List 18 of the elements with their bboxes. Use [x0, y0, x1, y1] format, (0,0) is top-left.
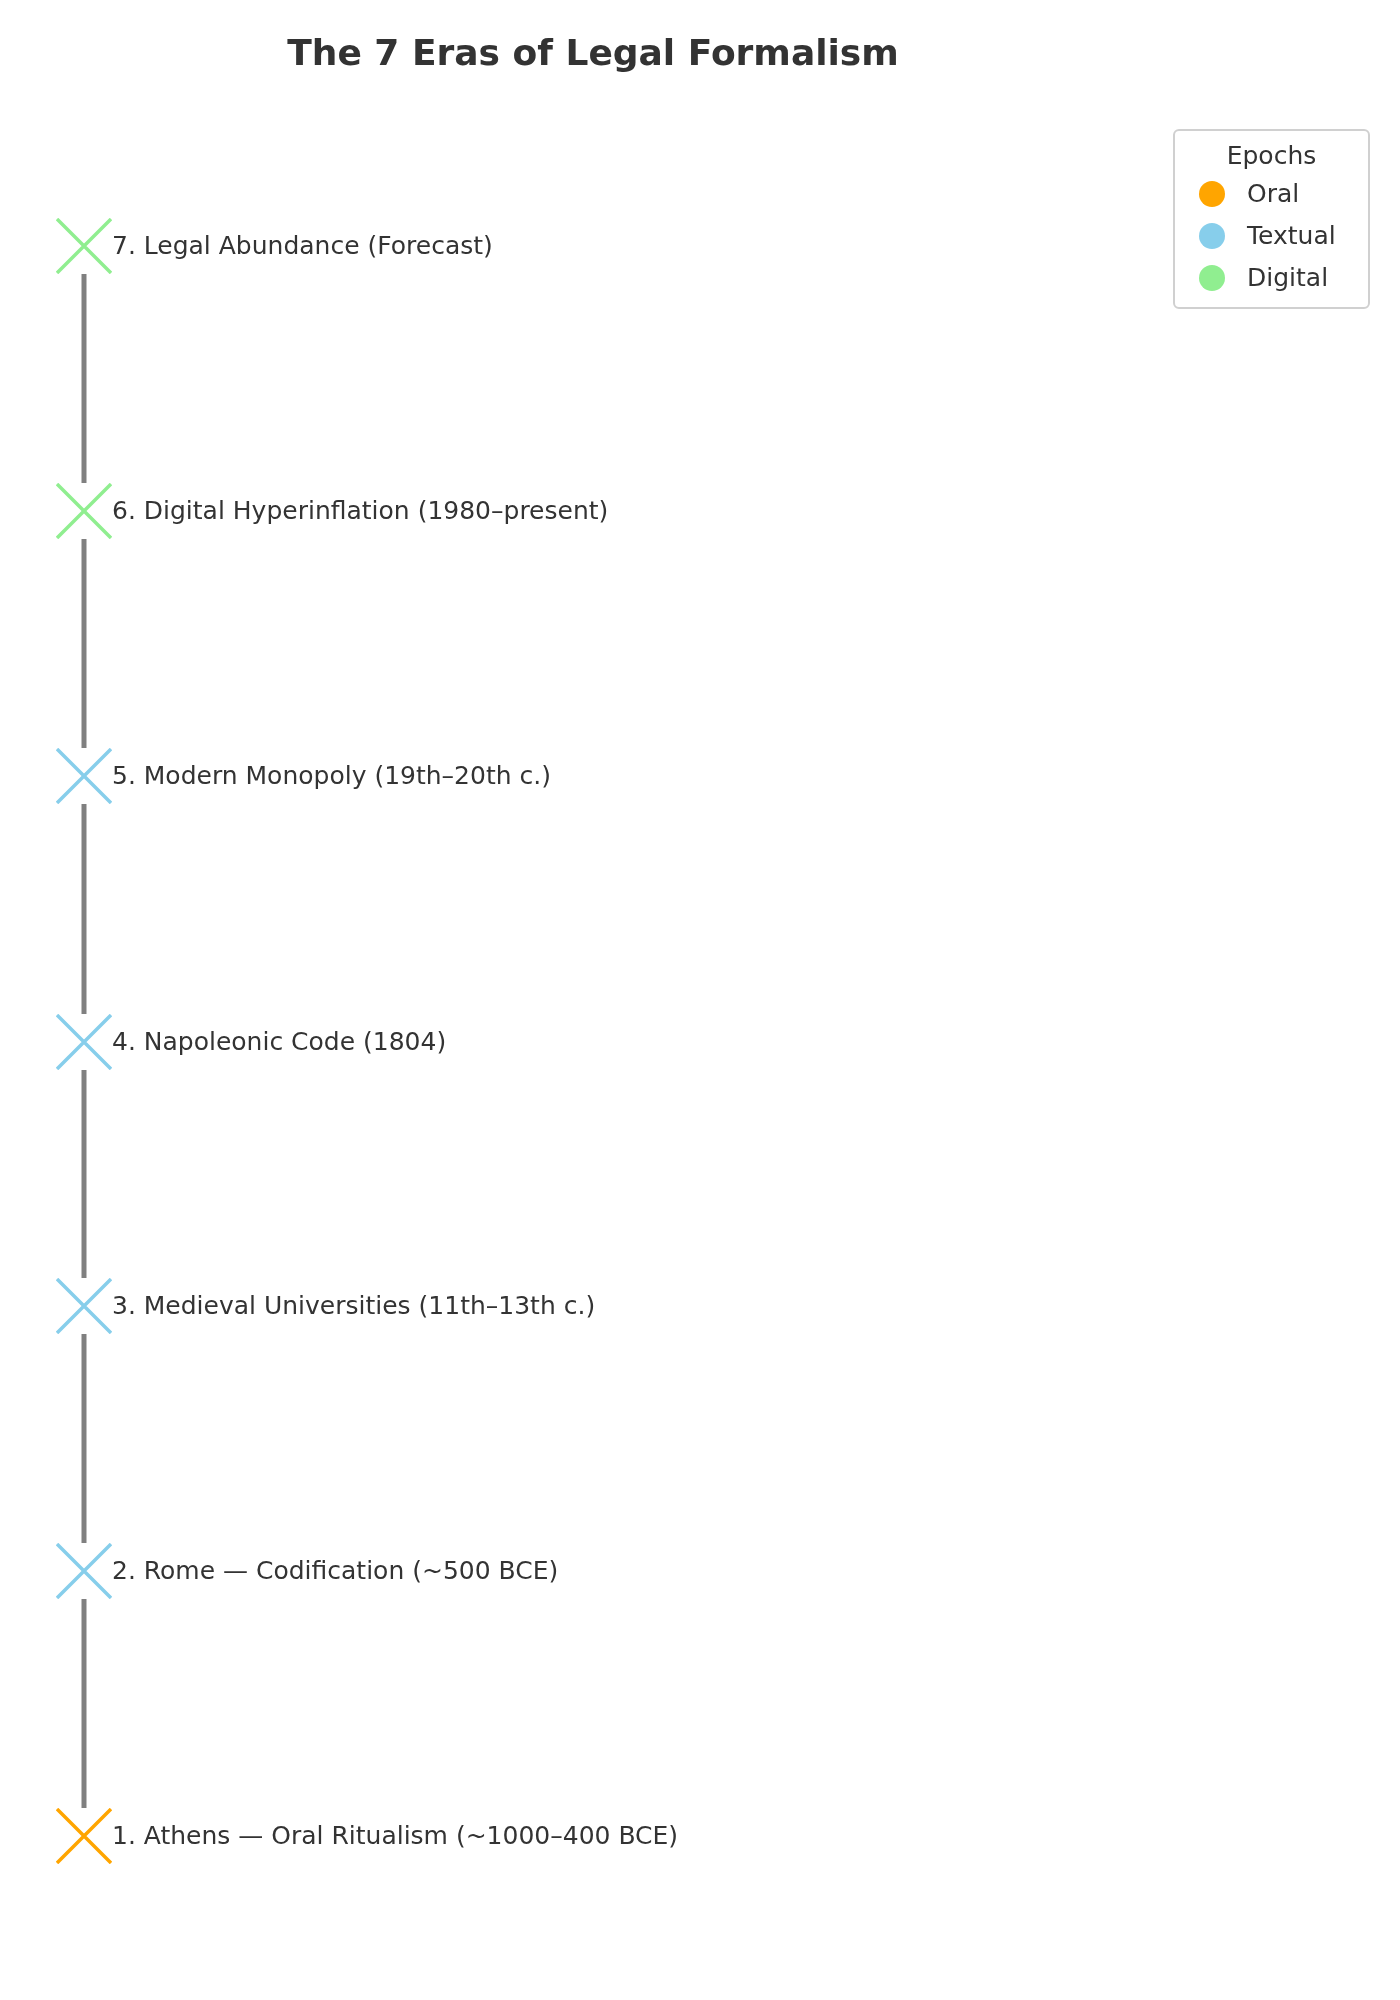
- timeline-line: [81, 539, 87, 748]
- timeline-line: [81, 1599, 87, 1808]
- era-label: 1. Athens — Oral Ritualism (~1000–400 BCE): [112, 1820, 679, 1853]
- era-label: 7. Legal Abundance (Forecast): [112, 230, 493, 263]
- timeline-line: [81, 1070, 87, 1278]
- legend-label: Digital: [1247, 262, 1329, 295]
- era-label: 4. Napoleonic Code (1804): [112, 1026, 447, 1059]
- timeline-line: [81, 274, 87, 483]
- timeline-line: [81, 804, 87, 1014]
- era-label: 2. Rome — Codification (~500 BCE): [112, 1555, 559, 1588]
- chart-title: The 7 Eras of Legal Formalism: [287, 31, 899, 75]
- legend-label: Textual: [1247, 220, 1336, 253]
- legend-title: Epochs: [1226, 140, 1317, 172]
- era-label: 3. Medieval Universities (11th–13th c.): [112, 1290, 596, 1323]
- legend-label: Oral: [1247, 178, 1300, 211]
- timeline-line: [81, 1334, 87, 1543]
- era-label: 5. Modern Monopoly (19th–20th c.): [112, 760, 551, 793]
- era-label: 6. Digital Hyperinflation (1980–present): [112, 495, 609, 528]
